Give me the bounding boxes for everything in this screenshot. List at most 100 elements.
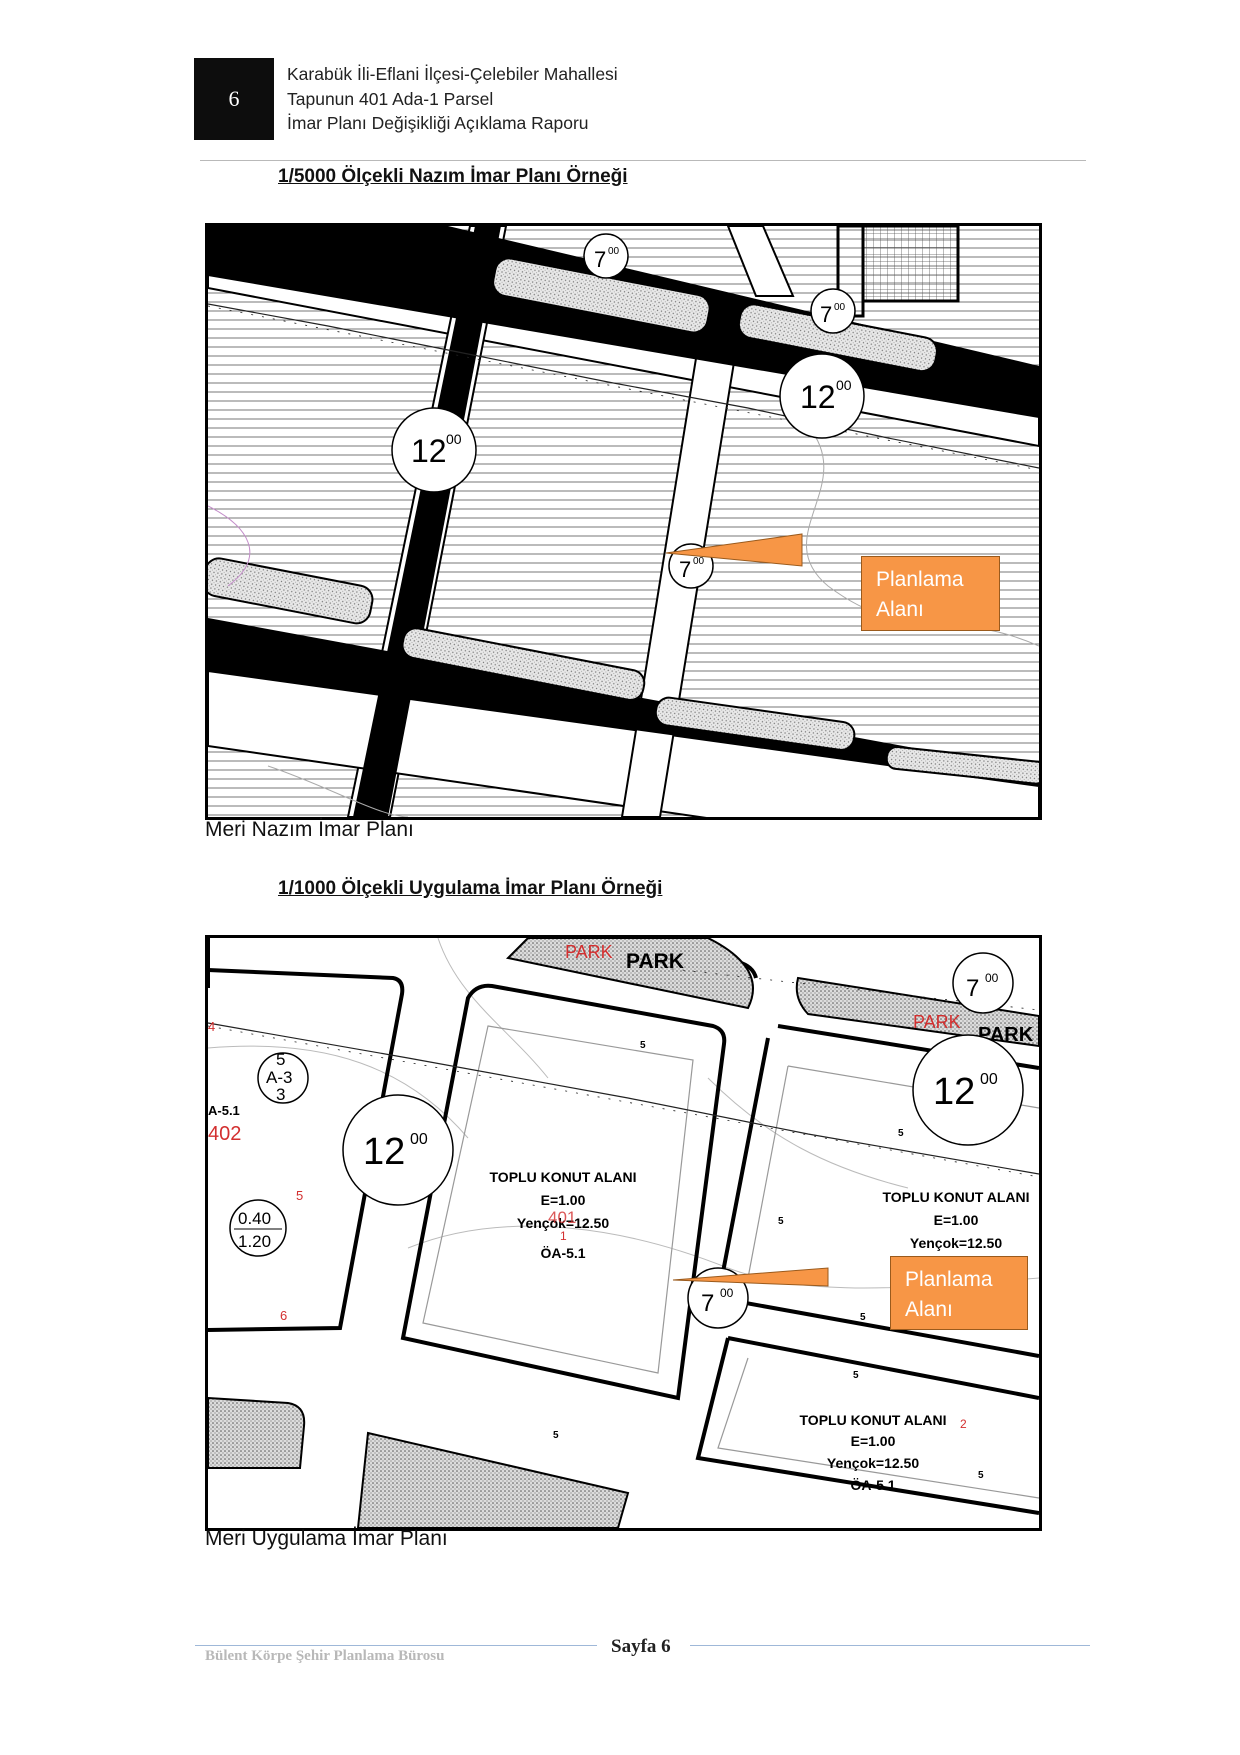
section1-caption: Meri Nazım İmar Planı (205, 818, 414, 841)
header-divider (200, 160, 1086, 161)
zone2-e: E=1.00 (934, 1212, 979, 1228)
grid-building-block (861, 226, 960, 303)
road-outline-bottom (208, 669, 1039, 817)
oa-left-label: A-5.1 (208, 1103, 240, 1118)
number-6-label: 6 (280, 1308, 287, 1323)
median-strip (208, 557, 374, 625)
median-strip (654, 696, 856, 751)
park-strip (795, 976, 1039, 1048)
elevation-circle: 12 00 (342, 1094, 454, 1206)
zone2-h: Yençok=12.50 (910, 1235, 1002, 1251)
elevation-circle: 7 00 (952, 952, 1014, 1014)
parcel-block-401 (400, 983, 727, 1401)
header-report-title: İmar Planı Değişikliği Açıklama Raporu (287, 113, 589, 133)
parcel-401-label: 401 (548, 1208, 576, 1227)
ratio-circle: 0.40 1.20 (229, 1199, 287, 1257)
parcel-402-label: 402 (208, 1123, 241, 1145)
boundary-line (208, 505, 251, 587)
park-label-red: PARK (913, 1012, 961, 1032)
power-line (208, 1022, 1039, 1175)
master-plan-map: 7 00 7 00 12 00 12 00 7 00 (205, 223, 1042, 820)
svg-text:00: 00 (980, 1071, 998, 1088)
zone3-oa: ÖA-5.1 (850, 1477, 895, 1493)
document-header: Karabük İli-Eflani İlçesi-Çelebiler Maha… (287, 62, 618, 136)
svg-text:1.20: 1.20 (238, 1232, 271, 1251)
svg-text:3: 3 (276, 1085, 285, 1104)
svg-text:00: 00 (608, 246, 620, 257)
number-4-label: 4 (208, 1019, 215, 1034)
svg-text:7: 7 (701, 1290, 714, 1317)
zone3-h: Yençok=12.50 (827, 1455, 919, 1471)
zone2-name: TOPLU KONUT ALANI (883, 1189, 1030, 1205)
elevation-circle: 12 00 (779, 353, 865, 439)
a3-zone-circle: 5 A-3 3 (257, 1050, 309, 1104)
power-line-ticks (208, 305, 1039, 471)
footer-divider-right (690, 1645, 1090, 1646)
svg-text:12: 12 (933, 1071, 975, 1113)
park-strip (208, 1396, 306, 1469)
page-number-box: 6 (194, 58, 274, 140)
number-5-label: 5 (296, 1188, 303, 1203)
section2-title: 1/1000 Ölçekli Uygulama İmar Planı Örneğ… (278, 878, 663, 899)
zone1-name: TOPLU KONUT ALANI (490, 1169, 637, 1185)
zone1-h: Yençok=12.50 (517, 1215, 609, 1231)
median-strip (885, 745, 1039, 785)
svg-text:00: 00 (985, 971, 999, 985)
setback-label: 5 (853, 1370, 859, 1381)
local-street-top (726, 226, 795, 297)
section1-title: 1/5000 Ölçekli Nazım İmar Planı Örneği (278, 166, 628, 187)
svg-text:0.40: 0.40 (238, 1209, 271, 1228)
elevation-circle: 7 00 (810, 288, 856, 334)
median-strip (401, 627, 646, 701)
zone1-e: E=1.00 (541, 1192, 586, 1208)
zone3-e: E=1.00 (851, 1433, 896, 1449)
setback-label: 5 (778, 1216, 784, 1227)
svg-text:7: 7 (820, 302, 832, 327)
svg-text:00: 00 (834, 302, 846, 313)
svg-text:00: 00 (693, 556, 705, 567)
footer-divider-left (195, 1645, 597, 1646)
svg-text:12: 12 (411, 433, 447, 469)
setback-label: 5 (640, 1040, 646, 1051)
zone1-oa: ÖA-5.1 (540, 1245, 585, 1261)
svg-text:7: 7 (966, 975, 979, 1002)
svg-text:7: 7 (594, 247, 606, 272)
park-strip (505, 938, 754, 1010)
callout-pointer (665, 533, 803, 567)
section2-caption: Meri Uygulama İmar Planı (205, 1527, 448, 1550)
parcel-1-label: 1 (560, 1229, 567, 1243)
footer-page-label: Sayfa 6 (611, 1636, 671, 1657)
svg-text:5: 5 (276, 1050, 285, 1069)
callout-line: Alanı (876, 598, 924, 621)
planning-area-callout: Planlama Alanı (861, 556, 1000, 631)
svg-text:A-3: A-3 (266, 1068, 292, 1087)
svg-text:00: 00 (410, 1131, 428, 1148)
implementation-plan-map: PARK PARK PARK PARK 7 00 12 00 12 00 (205, 935, 1042, 1531)
callout-line: Planlama (876, 568, 964, 591)
footer-office-name: Bülent Körpe Şehir Planlama Bürosu (205, 1648, 445, 1664)
power-line (208, 303, 1039, 469)
callout-line: Alanı (905, 1298, 953, 1321)
setback-label: 5 (978, 1470, 984, 1481)
elevation-circle: 7 00 (687, 1267, 749, 1329)
callout-line: Planlama (905, 1268, 993, 1291)
page-number: 6 (228, 86, 240, 111)
park-strip (356, 1431, 630, 1528)
svg-text:7: 7 (679, 557, 691, 582)
park-label-black: PARK (626, 950, 684, 973)
svg-text:00: 00 (446, 431, 462, 447)
contour-line (267, 765, 409, 817)
elevation-circle: 7 00 (583, 233, 629, 279)
svg-text:12: 12 (800, 379, 836, 415)
park-label-red: PARK (565, 942, 613, 962)
zone3-name: TOPLU KONUT ALANI (800, 1412, 947, 1428)
parcel-2-label: 2 (960, 1417, 967, 1431)
setback-label: 5 (553, 1430, 559, 1441)
elevation-circle: 12 00 (391, 407, 477, 493)
planning-area-callout: Planlama Alanı (890, 1256, 1028, 1330)
parcel-block-right-bottom (695, 1336, 1039, 1515)
parcel-block-left (208, 968, 405, 1332)
svg-text:00: 00 (720, 1286, 734, 1300)
callout-pointer (672, 1267, 829, 1287)
svg-text:12: 12 (363, 1131, 405, 1173)
